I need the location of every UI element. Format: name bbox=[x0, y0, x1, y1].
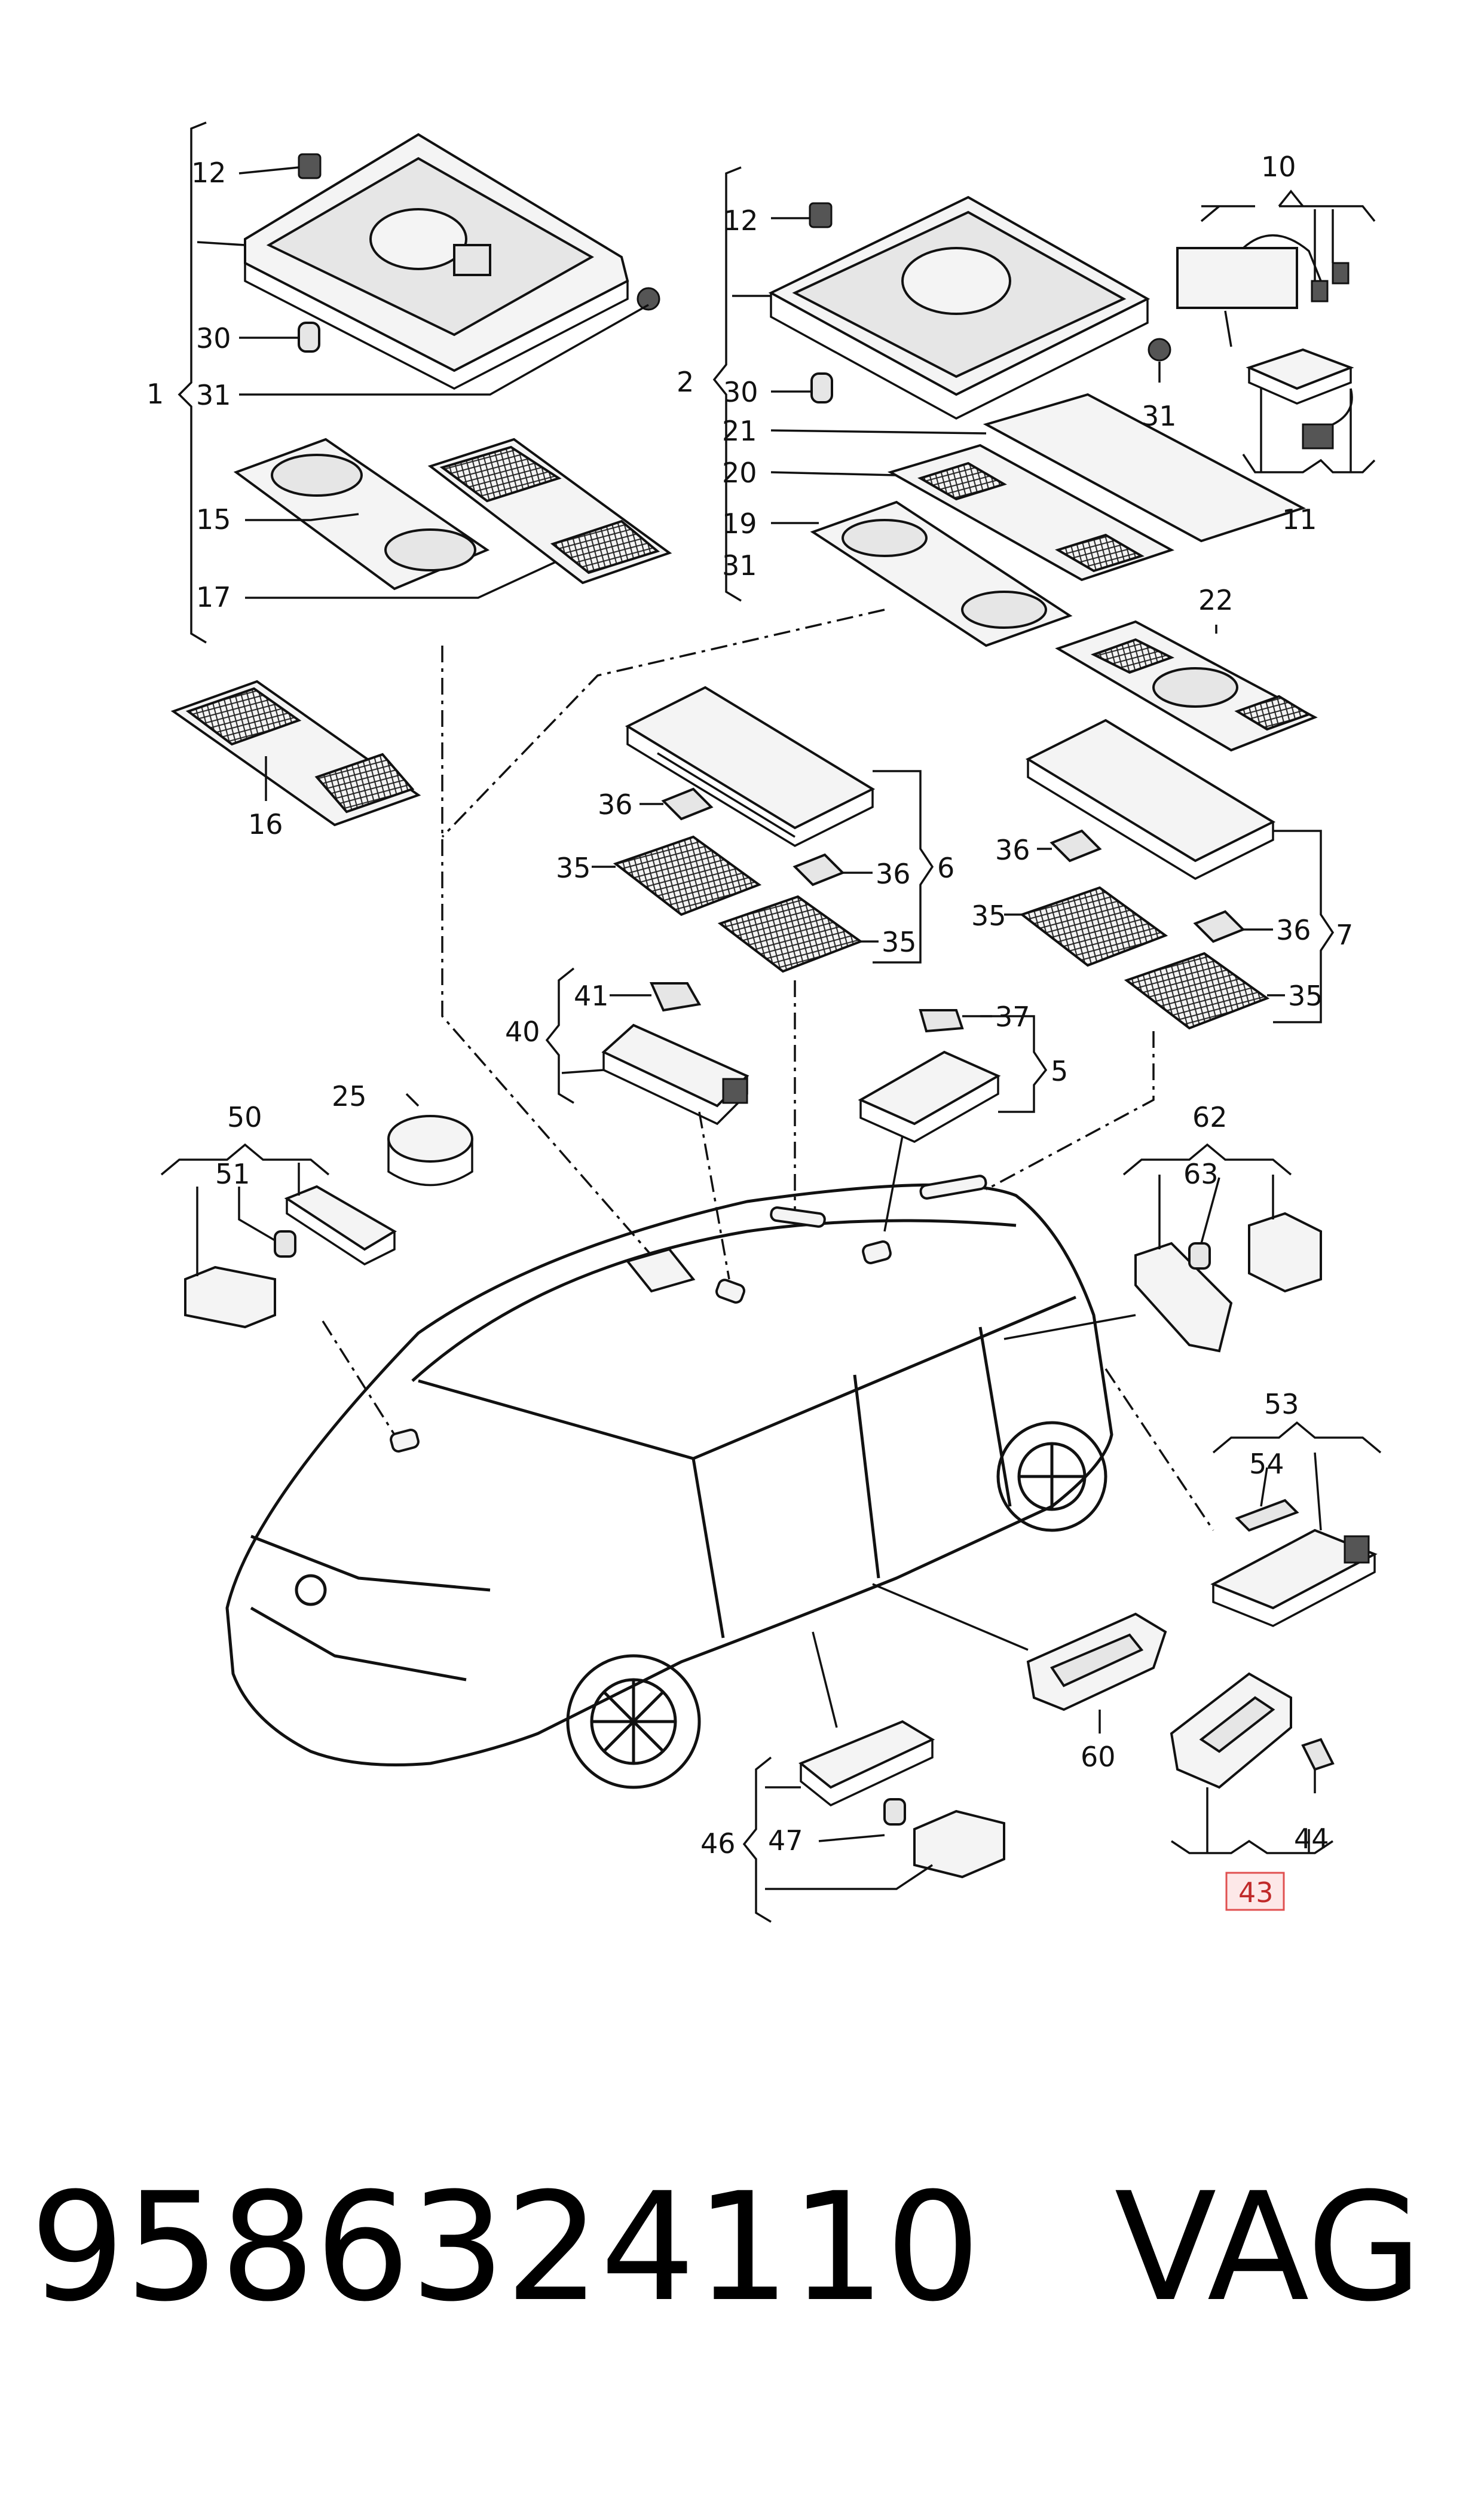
footer: 9586324110 VAG bbox=[30, 2164, 1458, 2331]
callout-12a: 12 bbox=[191, 157, 227, 189]
callout-5: 5 bbox=[1051, 1055, 1068, 1087]
part-22 bbox=[1055, 620, 1318, 752]
callout-2: 2 bbox=[677, 366, 694, 398]
assembly-46 bbox=[742, 1631, 1005, 1923]
car-illustration bbox=[225, 1175, 1113, 1789]
assembly-43 bbox=[1170, 1672, 1335, 1911]
callout-62: 62 bbox=[1192, 1101, 1228, 1133]
modules-10-11 bbox=[1176, 189, 1376, 473]
callout-36c: 36 bbox=[995, 834, 1030, 866]
callout-35a: 35 bbox=[556, 852, 591, 884]
callout-36b: 36 bbox=[876, 858, 911, 890]
callout-44: 44 bbox=[1294, 1823, 1329, 1855]
callout-40: 40 bbox=[505, 1016, 540, 1048]
callout-36d: 36 bbox=[1276, 914, 1311, 946]
callout-35b: 35 bbox=[882, 926, 917, 958]
callout-11: 11 bbox=[1282, 503, 1317, 536]
callout-60: 60 bbox=[1081, 1741, 1116, 1773]
assembly-50 bbox=[160, 1093, 473, 1435]
callout-37: 37 bbox=[995, 1001, 1030, 1033]
assembly-1 bbox=[178, 121, 672, 1257]
callout-20: 20 bbox=[722, 457, 757, 489]
callout-16: 16 bbox=[248, 808, 283, 840]
callout-54: 54 bbox=[1249, 1448, 1284, 1480]
callout-31a: 31 bbox=[196, 379, 231, 411]
part-16 bbox=[170, 680, 421, 827]
callout-46: 46 bbox=[700, 1827, 736, 1860]
callout-50: 50 bbox=[227, 1101, 262, 1133]
callout-36a: 36 bbox=[598, 788, 633, 821]
callout-19: 19 bbox=[722, 508, 757, 540]
callout-47: 47 bbox=[768, 1824, 803, 1857]
lamp-6 bbox=[592, 686, 934, 1219]
assembly-2 bbox=[441, 166, 1306, 838]
callout-15: 15 bbox=[196, 503, 231, 536]
lamp-5 bbox=[858, 1009, 1048, 1232]
callout-63: 63 bbox=[1183, 1158, 1219, 1190]
callout-25: 25 bbox=[332, 1080, 367, 1112]
callout-43: 43 bbox=[1238, 1876, 1274, 1909]
callout-22: 22 bbox=[1198, 584, 1234, 616]
callout-41: 41 bbox=[574, 980, 609, 1012]
brand-name: VAG bbox=[1114, 2160, 1422, 2334]
callout-1: 1 bbox=[146, 378, 164, 410]
callout-31b: 31 bbox=[1142, 400, 1177, 432]
assembly-53 bbox=[1210, 1421, 1382, 1627]
callout-17: 17 bbox=[196, 581, 231, 613]
callout-30b: 30 bbox=[723, 376, 758, 408]
callout-53: 53 bbox=[1264, 1388, 1299, 1420]
callout-labels: 1 2 5 6 7 10 11 12 12 15 16 17 19 20 21 … bbox=[146, 151, 1353, 1909]
callout-35c: 35 bbox=[971, 900, 1006, 932]
part-60 bbox=[872, 1583, 1167, 1734]
part-number: 9586324110 bbox=[30, 2160, 981, 2334]
callout-7: 7 bbox=[1336, 919, 1353, 951]
highlight-box-43 bbox=[1225, 1872, 1285, 1911]
assembly-62 bbox=[1003, 1143, 1322, 1531]
lamp-7 bbox=[986, 719, 1335, 1191]
callout-12b: 12 bbox=[723, 204, 758, 237]
callout-6: 6 bbox=[937, 852, 954, 884]
lamp-40 bbox=[545, 967, 749, 1280]
callout-51: 51 bbox=[215, 1158, 250, 1190]
callout-21: 21 bbox=[722, 415, 757, 447]
callout-10: 10 bbox=[1261, 151, 1296, 183]
callout-31c: 31 bbox=[722, 549, 757, 582]
callout-30a: 30 bbox=[196, 322, 231, 354]
callout-35d: 35 bbox=[1288, 980, 1323, 1012]
